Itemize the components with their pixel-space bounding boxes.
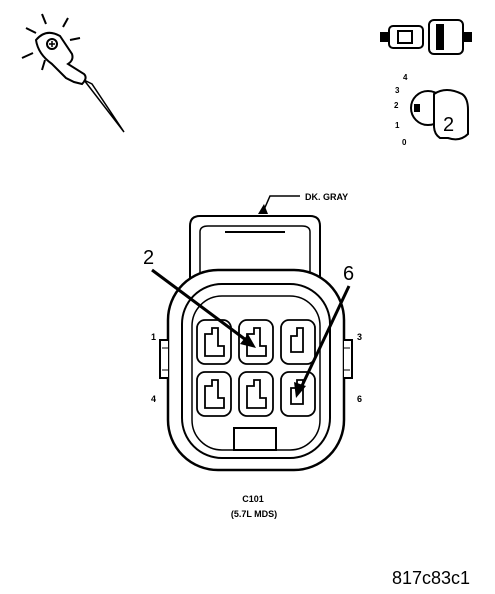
- callout-6-arrow: [298, 285, 351, 391]
- pin-number-6: 6: [357, 394, 362, 404]
- key-position-0: 0: [402, 138, 407, 147]
- callout-2-label: 2: [143, 247, 154, 269]
- wire-color-arrowhead: [258, 204, 268, 214]
- pin-number-3: 3: [357, 332, 362, 342]
- key-position-2: 2: [394, 101, 399, 110]
- callout-2-arrowhead: [240, 334, 256, 348]
- key-switch-icon: [410, 89, 469, 141]
- key-position-3: 3: [395, 86, 400, 95]
- callout-2-arrow: [151, 268, 251, 345]
- callout-6-label: 6: [343, 263, 354, 285]
- key-position-4: 4: [403, 73, 408, 82]
- cavity-3: [280, 319, 316, 365]
- cavity-2: [238, 319, 274, 365]
- pin-number-1: 1: [151, 332, 156, 342]
- connector-disconnect-icon: [380, 19, 472, 55]
- wire-color-label: DK. GRAY: [305, 192, 348, 202]
- cavity-1: [196, 319, 232, 365]
- callout-6-arrowhead: [294, 382, 306, 398]
- cavity-5: [238, 371, 274, 417]
- wire-color-leader: [262, 195, 300, 213]
- connector-variant: (5.7L MDS): [231, 509, 277, 519]
- pin-number-4: 4: [151, 394, 156, 404]
- key-label: 2: [443, 114, 454, 136]
- key-position-1: 1: [395, 121, 400, 130]
- cavity-4: [196, 371, 232, 417]
- connector-name: C101: [242, 494, 264, 504]
- figure-code: 817c83c1: [392, 568, 470, 588]
- probe-tool-icon: [21, 13, 125, 133]
